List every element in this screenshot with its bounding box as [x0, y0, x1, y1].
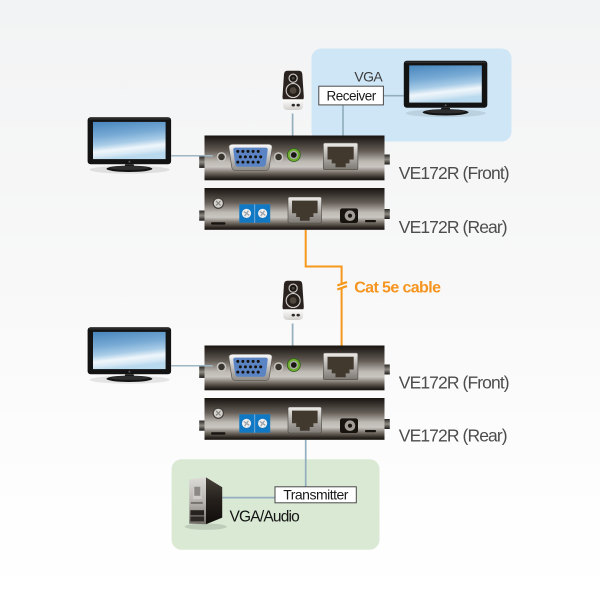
svg-text:Receiver: Receiver — [326, 88, 376, 103]
svg-text:VE172R (Front): VE172R (Front) — [399, 372, 509, 392]
svg-text:VE172R (Rear): VE172R (Rear) — [399, 426, 507, 446]
svg-text:VE172R (Front): VE172R (Front) — [399, 163, 509, 183]
svg-text:Transmitter: Transmitter — [283, 486, 349, 502]
svg-text:VGA/Audio: VGA/Audio — [230, 508, 300, 525]
svg-text:VGA: VGA — [354, 69, 383, 85]
svg-text:VE172R (Rear): VE172R (Rear) — [399, 217, 507, 237]
svg-text:Cat 5e cable: Cat 5e cable — [354, 280, 441, 297]
